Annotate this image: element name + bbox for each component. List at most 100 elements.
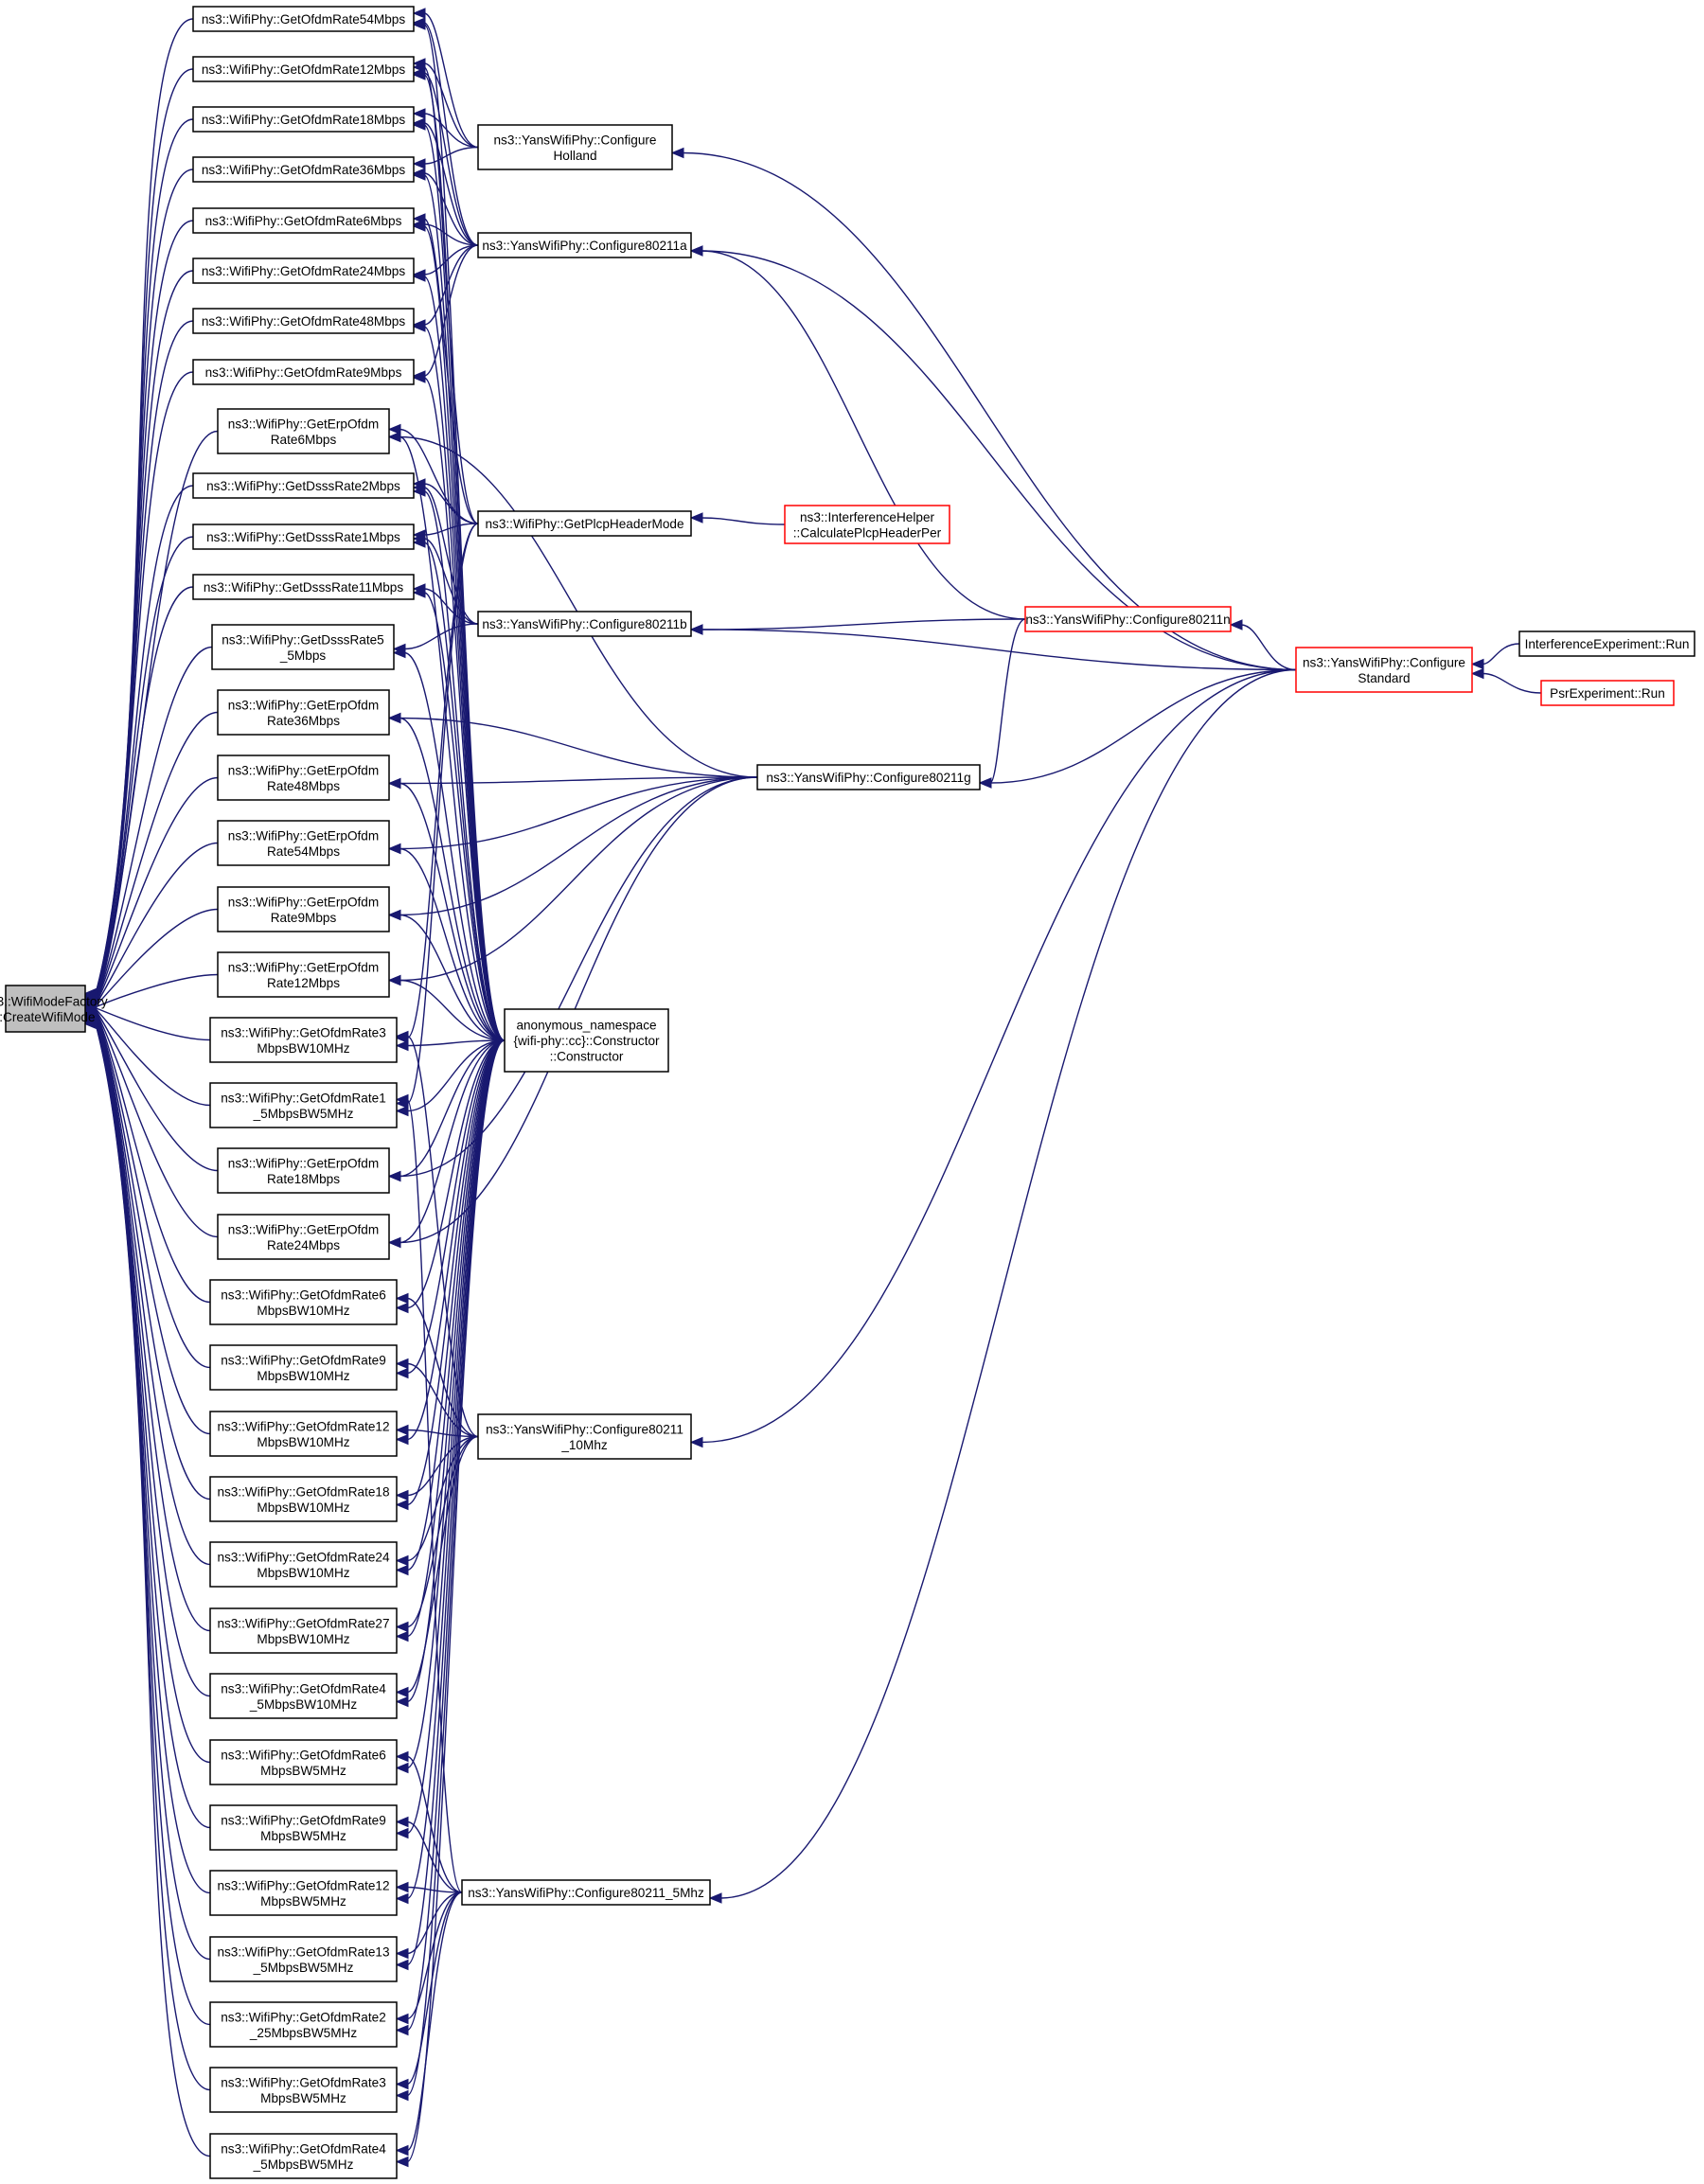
node-label: ns3::WifiPhy::GetErpOfdm xyxy=(228,417,379,431)
call-edge xyxy=(387,423,479,524)
node-c80211a[interactable]: ns3::YansWifiPhy::Configure80211a xyxy=(477,232,692,258)
node-d2[interactable]: ns3::WifiPhy::GetDsssRate2Mbps xyxy=(192,472,415,499)
node-label: ns3::WifiPhy::GetOfdmRate24Mbps xyxy=(202,264,406,278)
node-label: {wifi-phy::cc}::Constructor xyxy=(513,1034,660,1048)
arrowhead xyxy=(395,1762,409,1774)
node-label: anonymous_namespace xyxy=(516,1019,656,1033)
node-r48[interactable]: ns3::WifiPhy::GetOfdmRate48Mbps xyxy=(192,308,415,334)
node-r24[interactable]: ns3::WifiPhy::GetOfdmRate24Mbps xyxy=(192,257,415,284)
arrowhead xyxy=(395,1367,409,1379)
call-edge xyxy=(392,647,506,1041)
node-box xyxy=(211,624,395,670)
node-box xyxy=(217,408,390,454)
node-interf[interactable]: ns3::InterferenceHelper::CalculatePlcpHe… xyxy=(784,505,950,544)
node-d55[interactable]: ns3::WifiPhy::GetDsssRate5_5Mbps xyxy=(211,624,395,670)
node-label: ns3::WifiPhy::GetOfdmRate6 xyxy=(221,1748,386,1762)
node-label: ns3::WifiPhy::GetOfdmRate54Mbps xyxy=(202,12,406,27)
node-label: ns3::YansWifiPhy::Configure80211 xyxy=(486,1422,683,1436)
node-box xyxy=(1024,606,1232,632)
node-f15[interactable]: ns3::WifiPhy::GetOfdmRate1_5MbpsBW5MHz xyxy=(209,1082,398,1128)
node-c10[interactable]: ns3::YansWifiPhy::Configure80211_10Mhz xyxy=(477,1413,692,1460)
node-label: ns3::WifiPhy::GetOfdmRate13 xyxy=(217,1944,389,1959)
arrowhead xyxy=(1470,667,1484,680)
node-f135[interactable]: ns3::WifiPhy::GetOfdmRate13_5MbpsBW5MHz xyxy=(209,1936,398,1982)
node-box xyxy=(5,985,86,1033)
node-r6[interactable]: ns3::WifiPhy::GetOfdmRate6Mbps xyxy=(192,207,415,234)
node-label: ns3::WifiPhy::GetOfdmRate48Mbps xyxy=(202,314,406,328)
node-t45[interactable]: ns3::WifiPhy::GetOfdmRate4_5MbpsBW10MHz xyxy=(209,1673,398,1719)
node-label: MbpsBW5MHz xyxy=(260,1894,346,1909)
arrowhead xyxy=(395,1105,409,1117)
call-edge xyxy=(395,1891,463,2090)
node-label: MbpsBW10MHz xyxy=(257,1566,349,1580)
node-plcp[interactable]: ns3::WifiPhy::GetPlcpHeaderMode xyxy=(477,510,692,537)
node-label: MbpsBW5MHz xyxy=(260,1764,346,1778)
node-label: ns3::WifiPhy::GetOfdmRate9Mbps xyxy=(205,365,402,380)
node-f45[interactable]: ns3::WifiPhy::GetOfdmRate4_5MbpsBW5MHz xyxy=(209,2133,398,2179)
node-label: ns3::WifiPhy::GetOfdmRate2 xyxy=(221,2010,386,2024)
node-r12[interactable]: ns3::WifiPhy::GetOfdmRate12Mbps xyxy=(192,56,415,82)
node-label: ns3::WifiPhy::GetOfdmRate12 xyxy=(217,1878,389,1892)
node-anon[interactable]: anonymous_namespace{wifi-phy::cc}::Const… xyxy=(504,1008,669,1073)
arrowhead xyxy=(387,974,401,986)
arrowhead xyxy=(412,221,426,232)
node-box xyxy=(784,505,950,544)
node-c80211g[interactable]: ns3::YansWifiPhy::Configure80211g xyxy=(756,764,981,790)
node-f225[interactable]: ns3::WifiPhy::GetOfdmRate2_25MbpsBW5MHz xyxy=(209,2001,398,2048)
arrowhead xyxy=(978,777,992,789)
nodes-layer: ns3::WifiModeFactory::CreateWifiModens3:… xyxy=(0,6,1695,2179)
arrowhead xyxy=(412,213,426,224)
node-box xyxy=(1540,680,1675,706)
node-label: InterferenceExperiment::Run xyxy=(1525,637,1690,651)
call-edge xyxy=(83,1003,219,1172)
call-edge xyxy=(83,1010,211,1632)
call-edge xyxy=(395,1039,506,2168)
node-r36[interactable]: ns3::WifiPhy::GetOfdmRate36Mbps xyxy=(192,156,415,183)
node-c5[interactable]: ns3::YansWifiPhy::Configure80211_5Mhz xyxy=(461,1879,711,1906)
node-c80211b[interactable]: ns3::YansWifiPhy::Configure80211b xyxy=(477,611,692,637)
node-r9[interactable]: ns3::WifiPhy::GetOfdmRate9Mbps xyxy=(192,359,415,385)
call-edge xyxy=(395,1881,463,1893)
node-box xyxy=(192,308,415,334)
node-label: Rate18Mbps xyxy=(267,1172,340,1186)
node-psrrun[interactable]: PsrExperiment::Run xyxy=(1540,680,1675,706)
edges-layer xyxy=(83,8,1542,2168)
node-label: _5Mbps xyxy=(279,648,327,663)
node-ierun[interactable]: InterferenceExperiment::Run xyxy=(1518,630,1695,657)
node-root[interactable]: ns3::WifiModeFactory::CreateWifiMode xyxy=(0,985,108,1033)
node-d1[interactable]: ns3::WifiPhy::GetDsssRate1Mbps xyxy=(192,524,415,550)
node-r18[interactable]: ns3::WifiPhy::GetOfdmRate18Mbps xyxy=(192,106,415,133)
call-edge xyxy=(395,1039,506,1052)
node-label: Rate6Mbps xyxy=(271,433,337,447)
call-edge xyxy=(387,1039,506,1182)
node-r54[interactable]: ns3::WifiPhy::GetOfdmRate54Mbps xyxy=(192,6,415,32)
node-c80211n[interactable]: ns3::YansWifiPhy::Configure80211n xyxy=(1024,606,1232,632)
node-label: ns3::WifiPhy::GetOfdmRate3 xyxy=(221,1025,386,1039)
node-box xyxy=(217,1147,390,1194)
arrowhead xyxy=(395,2156,409,2168)
node-d11[interactable]: ns3::WifiPhy::GetDsssRate11Mbps xyxy=(192,574,415,600)
arrowhead xyxy=(412,69,426,80)
